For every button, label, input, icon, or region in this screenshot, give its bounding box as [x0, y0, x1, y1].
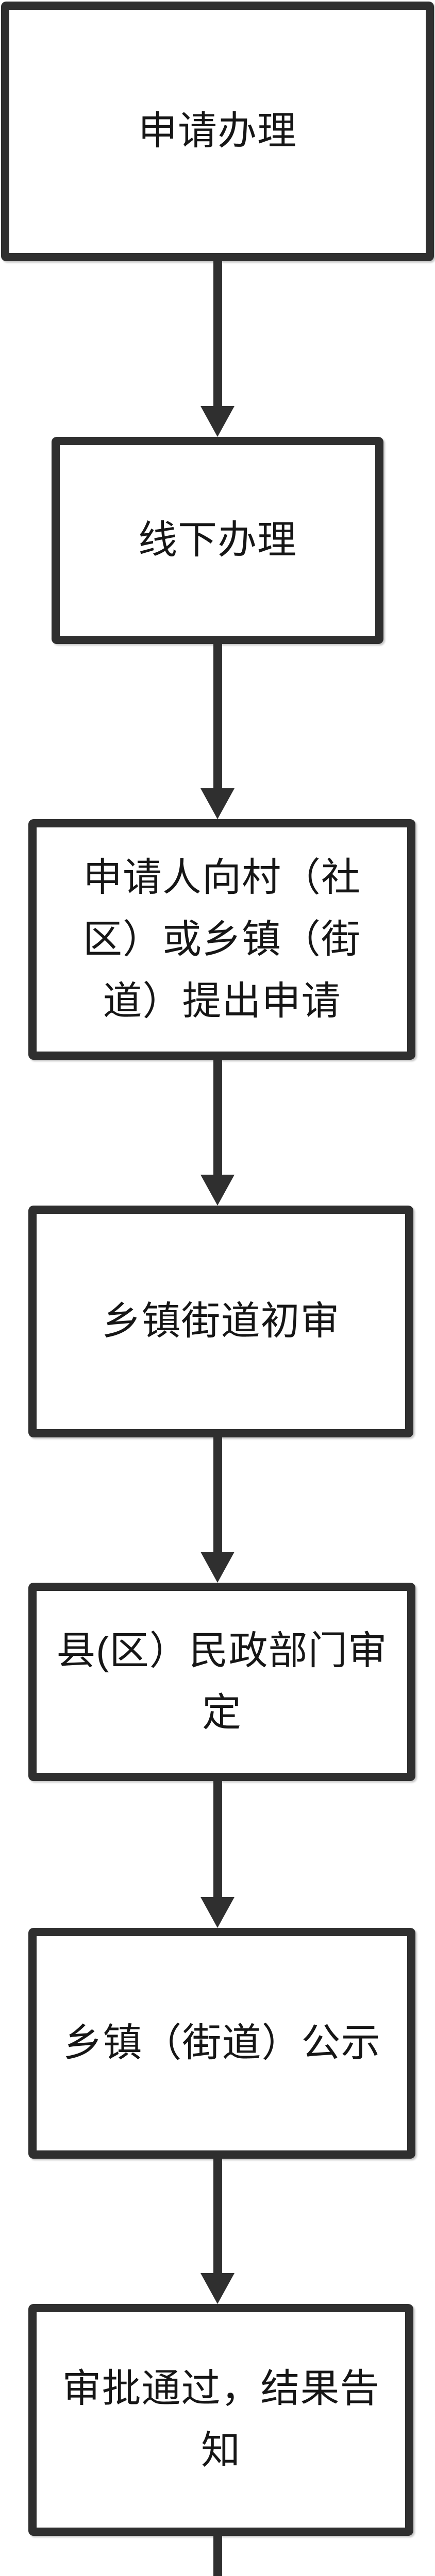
arrow-shaft — [213, 1060, 222, 1175]
arrow-shaft — [213, 1437, 222, 1552]
flow-step-5-label: 县(区）民政部门审 定 — [56, 1629, 388, 1735]
arrow-shaft — [213, 261, 222, 406]
flow-step-4-township-initial-review: 乡镇街道初审 — [28, 1206, 413, 1437]
arrow-shaft — [213, 2159, 222, 2273]
flow-connector-3 — [0, 1060, 435, 1206]
arrow-shaft — [213, 644, 222, 788]
flow-connector-4 — [0, 1437, 435, 1583]
flow-step-2-offline-handling: 线下办理 — [52, 437, 383, 644]
flow-step-3-label: 申请人向村（社 区）或乡镇（街 道）提出申请 — [83, 855, 361, 1023]
flow-step-4-label: 乡镇街道初审 — [102, 1299, 340, 1343]
arrow-down-icon — [200, 1552, 235, 1583]
flow-step-2-label: 线下办理 — [138, 518, 297, 562]
flow-step-3-submit-application: 申请人向村（社 区）或乡镇（街 道）提出申请 — [28, 819, 415, 1060]
flow-step-1-label: 申请办理 — [138, 109, 297, 153]
flow-connector-1 — [0, 261, 435, 437]
flow-step-7-approval-result-notification: 审批通过，结果告 知 — [28, 2304, 413, 2536]
arrow-down-icon — [200, 788, 235, 819]
flow-step-1-apply: 申请办理 — [1, 2, 434, 261]
arrow-down-icon — [200, 1897, 235, 1928]
arrow-shaft — [213, 1781, 222, 1897]
arrow-down-icon — [200, 1175, 235, 1206]
flow-step-6-label: 乡镇（街道）公示 — [63, 2021, 381, 2065]
flow-connector-5 — [0, 1781, 435, 1928]
flow-connector-6 — [0, 2159, 435, 2304]
flow-connector-2 — [0, 644, 435, 819]
flow-step-5-civil-affairs-approval: 县(区）民政部门审 定 — [28, 1583, 415, 1781]
flow-connector-7 — [0, 2536, 435, 2576]
flow-step-7-label: 审批通过，结果告 知 — [62, 2367, 380, 2472]
arrow-down-icon — [200, 2273, 235, 2304]
arrow-down-icon — [200, 406, 235, 437]
arrow-shaft — [213, 2536, 222, 2576]
flow-step-6-township-public-notice: 乡镇（街道）公示 — [28, 1928, 415, 2159]
